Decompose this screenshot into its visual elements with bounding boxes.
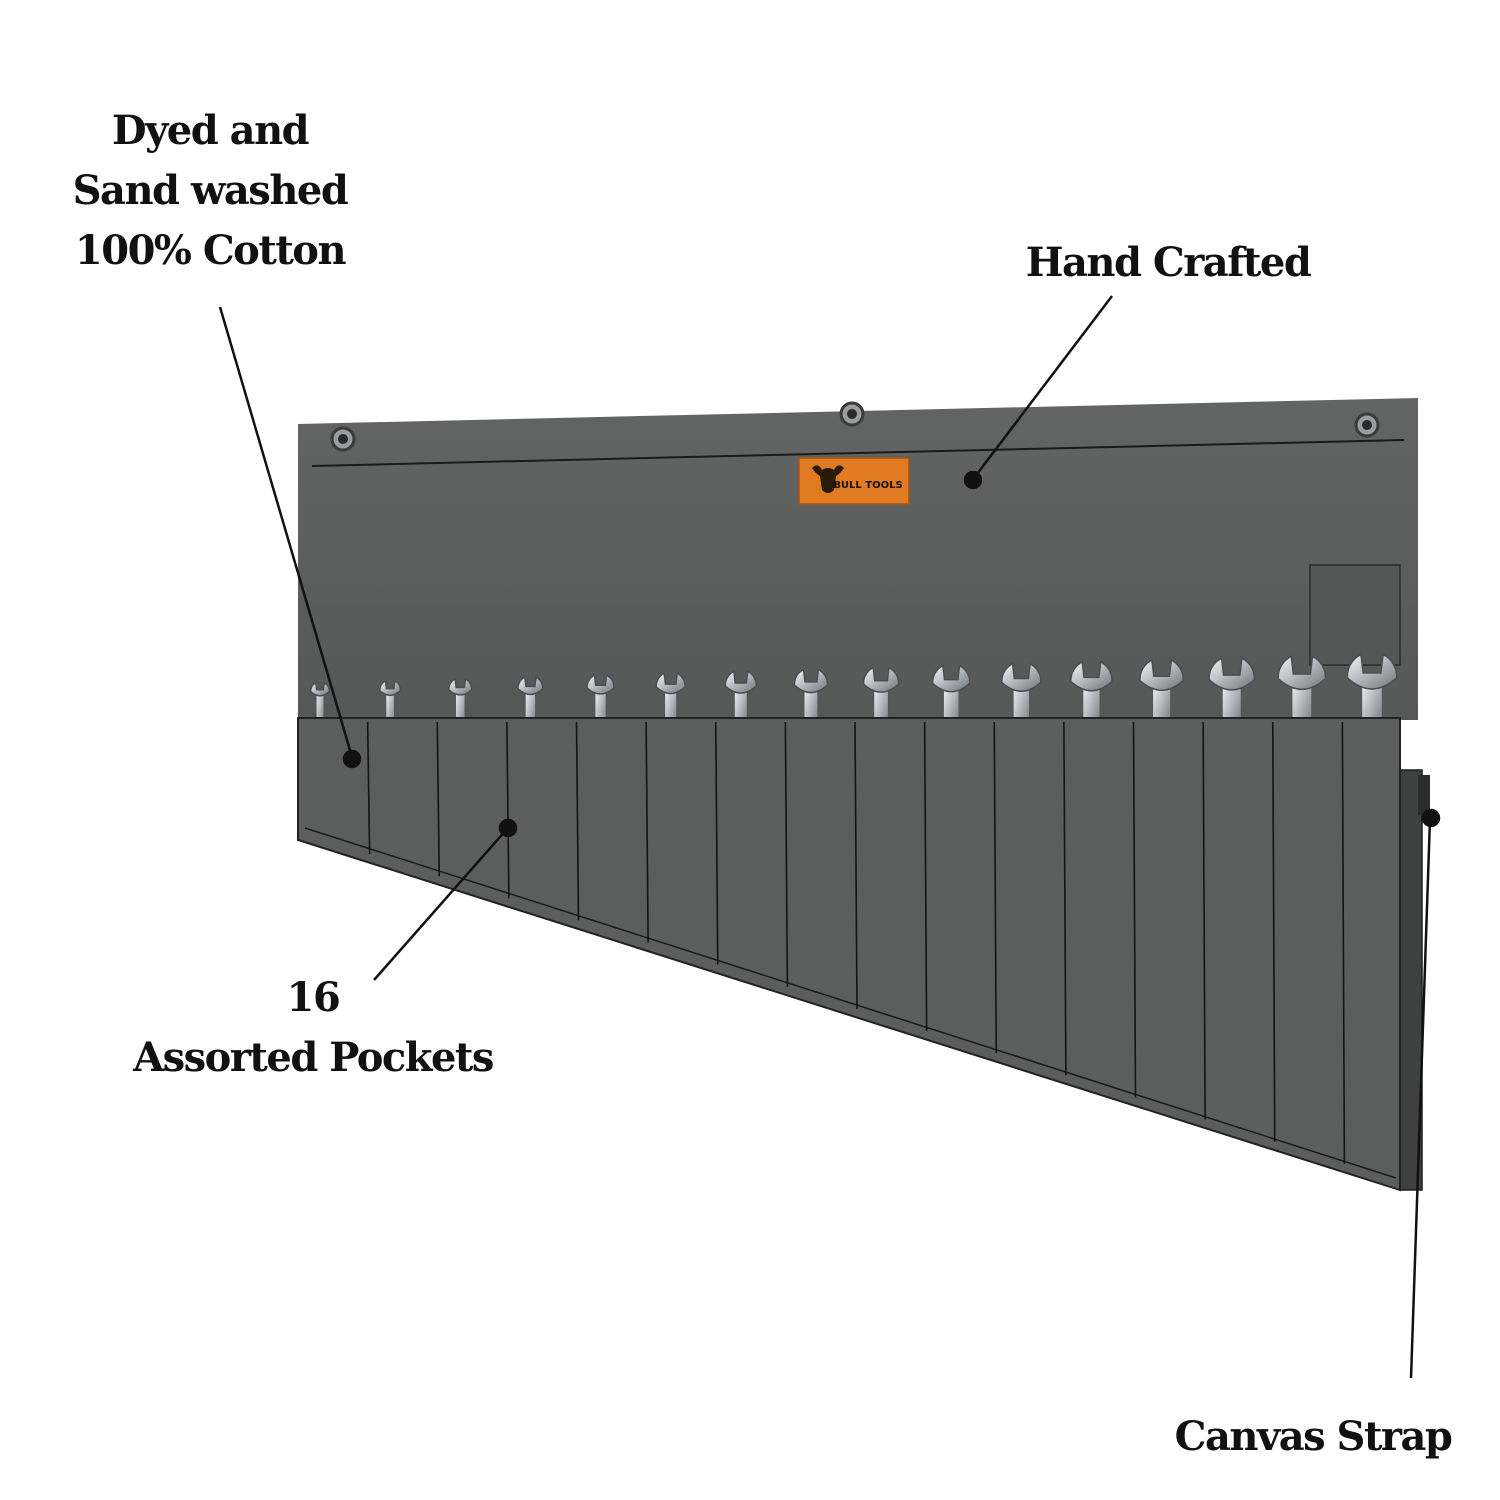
wrench [1346, 653, 1398, 731]
pocket-divider-stitch [366, 721, 371, 855]
strap-leader-line [1409, 818, 1432, 1379]
callout-hand-crafted: Hand Crafted [1008, 233, 1328, 293]
strap-leader-dot [1421, 808, 1441, 828]
callout-cotton: Dyed and Sand washed 100% Cotton [52, 101, 368, 281]
grommets [330, 401, 1380, 452]
pocket-divider-stitch [1063, 721, 1067, 1076]
pocket-divider-stitch [436, 721, 441, 877]
cotton-leader-dot [342, 749, 362, 769]
brand-label-text: BULL TOOLS [833, 480, 902, 491]
pocket-divider-stitch [923, 721, 928, 1032]
pocket-dividers [366, 721, 1346, 1164]
wrench [309, 681, 331, 731]
brand-label [798, 457, 910, 505]
callout-pockets-line-2: Assorted Pockets [133, 1034, 494, 1081]
pocket-divider-stitch [854, 721, 858, 1009]
wrench [586, 674, 615, 731]
pocket-panel [298, 718, 1400, 1190]
pocket-divider-stitch [714, 721, 719, 965]
callout-hand-crafted-label: Hand Crafted [1025, 239, 1312, 286]
pocket-divider-stitch [575, 721, 580, 921]
pockets-leader-line [373, 828, 508, 981]
callout-strap: Canvas Strap [1158, 1407, 1468, 1467]
cotton-leader-line [218, 306, 354, 758]
pocket-divider-stitch [784, 721, 789, 987]
hand-crafted-leader-line [973, 295, 1113, 479]
side-pocket [1309, 564, 1401, 666]
pocket-divider-stitch [645, 721, 649, 943]
hand-crafted-leader-dot [963, 470, 983, 490]
callout-cotton-line-3: 100% Cotton [74, 227, 347, 274]
tool-roll-back-panel [298, 398, 1418, 720]
pocket-divider-stitch [506, 721, 510, 899]
callout-cotton-line-2: Sand washed [72, 167, 349, 214]
callout-pockets-line-1: 16 [286, 974, 341, 1021]
pocket-divider-stitch [1202, 721, 1206, 1120]
pocket-divider-stitch [993, 721, 998, 1054]
callout-pockets: 16 Assorted Pockets [108, 968, 518, 1088]
pocket-divider-stitch [1341, 721, 1346, 1164]
bull-head-icon [812, 465, 844, 493]
pocket-divider-stitch [1132, 721, 1137, 1098]
top-seam-stitching [311, 439, 1405, 467]
callout-leaders [218, 295, 1441, 1379]
callout-strap-label: Canvas Strap [1174, 1413, 1453, 1460]
pocket-divider-stitch [1271, 721, 1276, 1142]
wrench [448, 677, 473, 731]
pockets-leader-dot [498, 818, 518, 838]
callout-cotton-line-1: Dyed and [111, 107, 310, 154]
canvas-strap [1399, 769, 1423, 1191]
